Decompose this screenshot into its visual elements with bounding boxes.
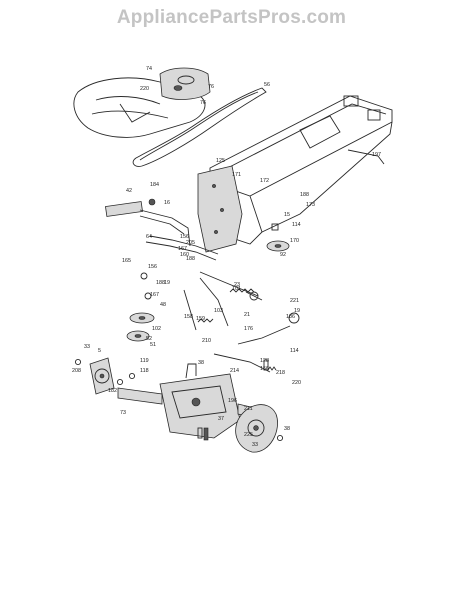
callout-182: 182 (108, 388, 117, 394)
callout-38: 38 (198, 360, 204, 366)
pulleys (126, 240, 290, 342)
callout-19: 19 (294, 308, 300, 314)
callout-171: 171 (232, 172, 241, 178)
callout-5: 5 (98, 348, 101, 354)
callout-15: 15 (284, 212, 290, 218)
callout-114: 114 (292, 222, 301, 228)
callout-210: 210 (202, 338, 211, 344)
hardware (74, 149, 385, 442)
callout-118: 118 (140, 368, 149, 374)
callout-102: 102 (152, 326, 161, 332)
site-watermark: AppliancePartsPros.com (116, 7, 347, 28)
callout-172: 172 (260, 178, 269, 184)
callout-184: 184 (150, 182, 159, 188)
callout-23: 23 (234, 282, 240, 288)
callout-186: 186 (286, 314, 295, 320)
callout-197: 197 (372, 152, 381, 158)
callout-114: 114 (290, 348, 299, 354)
callout-220: 220 (292, 380, 301, 386)
fuel-tank (159, 67, 211, 100)
callout-159: 159 (196, 316, 205, 322)
callout-42: 42 (126, 188, 132, 194)
callout-51: 51 (150, 342, 156, 348)
callout-173: 173 (306, 202, 315, 208)
callout-158: 158 (184, 314, 193, 320)
callout-125: 125 (216, 158, 225, 164)
callout-170: 170 (290, 238, 299, 244)
callout-21: 21 (244, 312, 250, 318)
callout-33: 33 (84, 344, 90, 350)
callout-103: 103 (214, 308, 223, 314)
callout-214: 214 (230, 368, 239, 374)
callout-101: 101 (232, 286, 241, 292)
linkage-rods (183, 271, 291, 373)
callout-76: 76 (208, 84, 214, 90)
callout-119: 119 (140, 358, 149, 364)
callout-156: 156 (148, 264, 157, 270)
callout-160: 160 (180, 252, 189, 258)
callout-37: 37 (218, 416, 224, 422)
callout-221: 221 (290, 298, 299, 304)
callout-211: 211 (244, 406, 253, 412)
callout-225: 225 (244, 432, 253, 438)
callout-33: 33 (252, 442, 258, 448)
callout-52: 52 (146, 336, 152, 342)
callout-labels: 7476220765612517117219718442161881731511… (72, 66, 381, 448)
callout-74: 74 (146, 66, 152, 72)
callout-220: 220 (140, 86, 149, 92)
callout-92: 92 (280, 252, 286, 258)
drive-belt (132, 87, 267, 167)
seat-fender-assembly (73, 77, 206, 138)
callout-76: 76 (200, 100, 206, 106)
callout-176: 176 (244, 326, 253, 332)
callout-16: 16 (164, 200, 170, 206)
callout-188: 188 (300, 192, 309, 198)
callout-218: 218 (276, 370, 285, 376)
wheel-hubs (89, 357, 278, 453)
callout-156: 156 (260, 366, 269, 372)
callout-208: 208 (72, 368, 81, 374)
pedal-shaft (105, 201, 219, 261)
callout-56: 56 (264, 82, 270, 88)
callout-167: 167 (178, 246, 187, 252)
callout-128: 128 (260, 358, 269, 364)
callout-73: 73 (120, 410, 126, 416)
callout-188: 188 (156, 280, 165, 286)
springs (197, 288, 277, 371)
callout-38: 38 (284, 426, 290, 432)
callout-64: 64 (146, 234, 152, 240)
callout-156: 156 (180, 234, 189, 240)
callout-48: 48 (160, 302, 166, 308)
callout-167: 167 (150, 292, 159, 298)
callout-165: 165 (122, 258, 131, 264)
callout-19: 19 (164, 280, 170, 286)
callout-205: 205 (186, 240, 195, 246)
callout-188: 188 (186, 256, 195, 262)
frame-bracket (197, 165, 243, 253)
callout-196: 196 (228, 398, 237, 404)
